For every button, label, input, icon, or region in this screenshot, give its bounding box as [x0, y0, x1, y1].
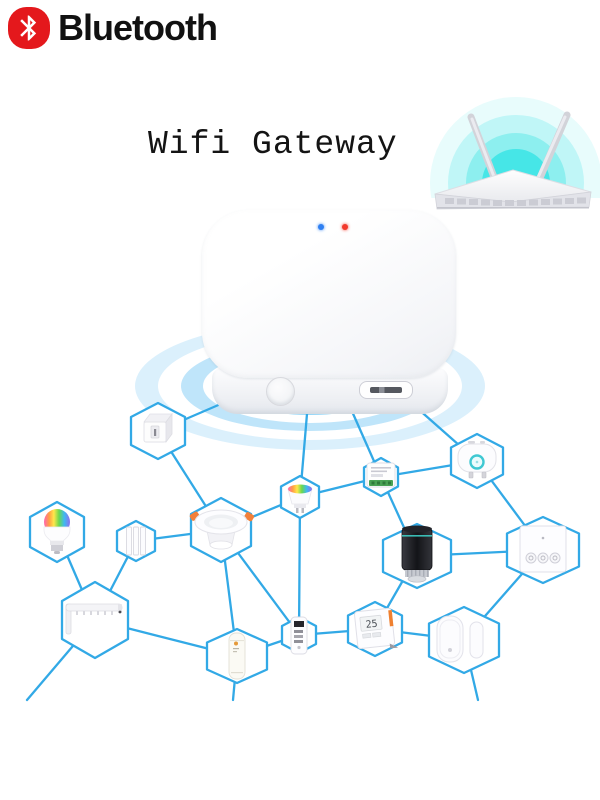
vertical-blinds-icon	[126, 526, 146, 556]
downlight-icon	[189, 509, 255, 550]
radiator-valve-icon	[401, 525, 433, 583]
router-vents	[445, 197, 586, 206]
page-title: Wifi Gateway	[148, 126, 398, 163]
wifi-router-illustration	[430, 97, 600, 210]
door-sensor-icon	[436, 615, 484, 663]
hexagon-curtain-rail	[60, 580, 130, 660]
curtain-rail-icon	[65, 603, 123, 635]
thermostat-icon: 25	[354, 607, 399, 649]
pairing-button[interactable]	[266, 377, 295, 406]
red-led-indicator	[342, 224, 348, 230]
bluetooth-logo: Bluetooth	[8, 7, 218, 49]
smart-plug-icon	[457, 441, 497, 479]
sensor-stick-icon	[228, 632, 246, 680]
thermostat-display: 25	[365, 619, 378, 631]
remote-control-icon	[290, 616, 308, 655]
relay-module-icon	[366, 462, 396, 488]
touch-switch-icon	[519, 525, 567, 573]
bluetooth-label: Bluetooth	[58, 7, 218, 48]
rgb-bulb-icon	[43, 509, 71, 554]
router-body	[434, 169, 592, 210]
fingerbot-cube-icon	[143, 412, 173, 444]
blue-led-indicator	[318, 224, 324, 230]
bluetooth-rune-icon	[20, 15, 37, 41]
gateway-top-face	[202, 210, 456, 378]
router-antenna-right	[533, 111, 571, 189]
usb-slot	[370, 387, 402, 393]
gu10-spotlight-icon	[287, 484, 313, 513]
router-antenna-left	[467, 113, 501, 189]
bluetooth-icon	[8, 7, 50, 49]
micro-usb-port	[359, 381, 413, 399]
